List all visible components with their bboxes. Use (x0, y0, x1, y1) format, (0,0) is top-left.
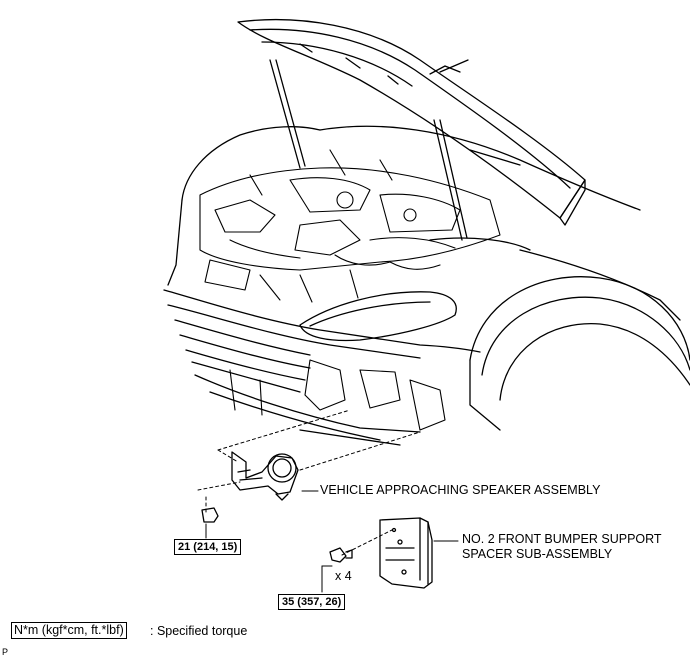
spacer-bolt-torque: 35 (357, 26) (278, 594, 346, 610)
corner-mark: P (2, 647, 9, 657)
speaker-label: VEHICLE APPROACHING SPEAKER ASSEMBLY (320, 483, 601, 497)
torque-unit-legend: N*m (kgf*cm, ft.*lbf) (11, 622, 127, 639)
hood-struts (269, 59, 469, 241)
spacer-label-line2: SPACER SUB-ASSEMBLY (462, 547, 613, 561)
torque-legend-description: : Specified torque (150, 624, 248, 638)
speaker-assembly (231, 451, 299, 501)
quantity-label: x 4 (335, 569, 352, 583)
spacer-label-line1: NO. 2 FRONT BUMPER SUPPORT (462, 532, 662, 546)
speaker-bolt-torque: 21 (214, 15) (174, 539, 242, 555)
speaker-bolt (201, 507, 219, 539)
hood (237, 18, 586, 226)
car-body (163, 125, 690, 446)
front-lower-structure (229, 359, 446, 431)
spacer-assembly (379, 517, 433, 589)
engine-bay (199, 149, 501, 303)
spacer-bolt (321, 547, 353, 593)
